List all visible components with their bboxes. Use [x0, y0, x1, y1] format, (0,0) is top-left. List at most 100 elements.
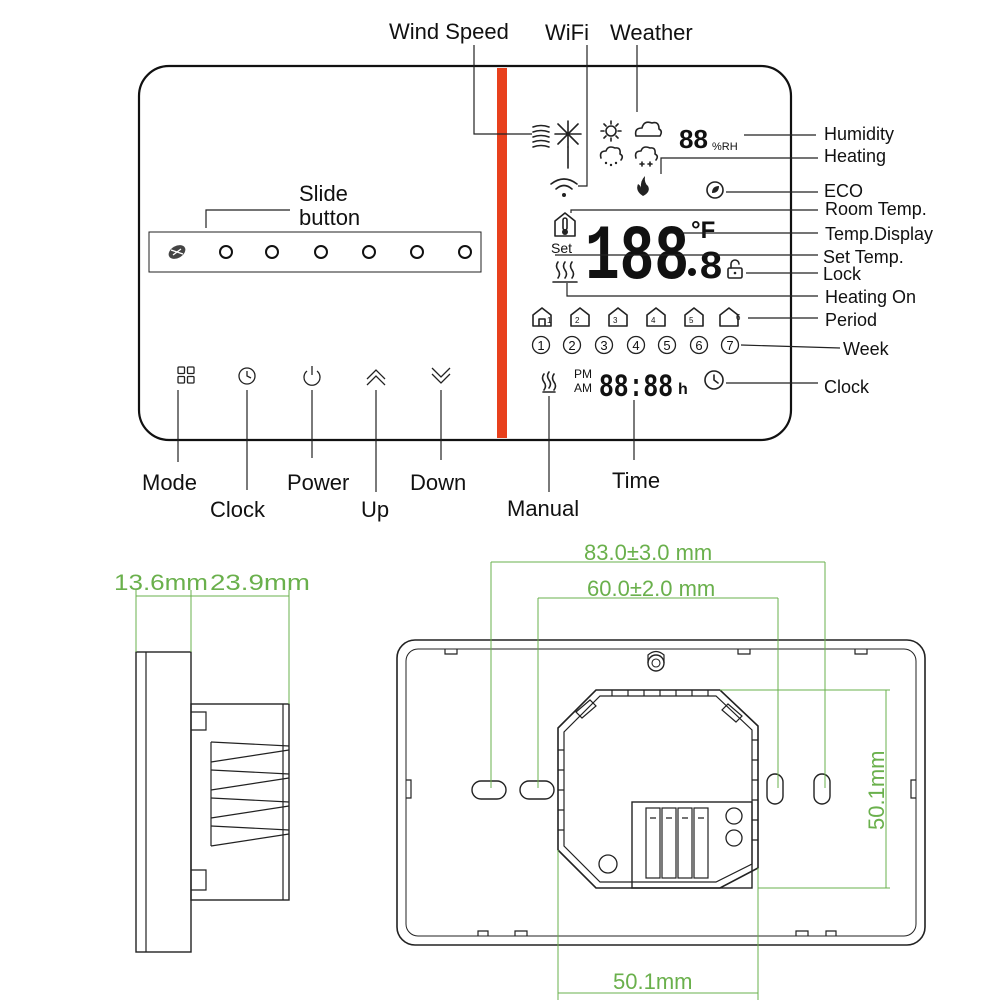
screw-hole: [647, 654, 665, 672]
week-day-number: 4: [632, 338, 639, 353]
back-inner-frame: [405, 648, 917, 937]
slide-dot[interactable]: [219, 245, 233, 259]
period-number: 5: [689, 316, 694, 325]
manual-label: Manual: [507, 496, 579, 521]
mounting-slot: [471, 780, 507, 800]
back-dimensions: [490, 561, 890, 1000]
weather-label: Weather: [610, 20, 693, 45]
down-label: Down: [410, 470, 466, 495]
lock-label: Lock: [823, 264, 862, 284]
week-day-number: 6: [695, 338, 702, 353]
humidity-label: Humidity: [824, 124, 894, 144]
wind-icon: [532, 124, 550, 148]
fan-speed-icon: [554, 120, 582, 169]
clock-icon[interactable]: [238, 367, 256, 385]
week-day-circle: [657, 335, 677, 355]
house-icon: [570, 307, 590, 327]
mounting-slot: [813, 773, 831, 805]
am-text: AM: [574, 381, 592, 395]
back-box: [557, 689, 759, 889]
side-dimensions: [135, 590, 290, 704]
height-right-dimension: 50.1mm: [864, 751, 889, 830]
mounting-slot: [766, 773, 784, 805]
depth-front-dimension: 13.6mm: [114, 570, 208, 595]
week-day-circle: [562, 335, 582, 355]
power-label: Power: [287, 470, 349, 495]
week-day-circle: [720, 335, 740, 355]
house-icon: [608, 307, 628, 327]
week-day-number: 3: [600, 338, 607, 353]
week-circles: 1 2 3 4 5 6 7: [531, 335, 740, 355]
depth-back-dimension: 23.9mm: [210, 570, 310, 595]
heating-label: Heating: [824, 146, 886, 166]
heat-wave-icon: [552, 261, 578, 283]
temp-decimal-digit: 8: [699, 246, 723, 291]
period-number: 1: [547, 316, 552, 325]
time-unit: h: [678, 381, 688, 398]
slide-dot[interactable]: [362, 245, 376, 259]
power-icon[interactable]: [303, 366, 321, 386]
slide-dot[interactable]: [265, 245, 279, 259]
clock-label: Clock: [210, 497, 266, 522]
slide-label-2: button: [299, 205, 360, 230]
width-bottom-dimension: 50.1mm: [613, 969, 692, 994]
clock-display-icon: [704, 370, 724, 390]
wifi-label: WiFi: [545, 20, 589, 45]
side-view: [135, 651, 290, 953]
sun-icon: [600, 120, 622, 142]
time-label: Time: [612, 468, 660, 493]
mounting-slot: [519, 780, 555, 800]
heating-on-label: Heating On: [825, 287, 916, 307]
side-front-plate: [135, 651, 192, 953]
week-label: Week: [843, 339, 890, 359]
time-digits: 88:88: [599, 369, 673, 406]
slide-dot[interactable]: [314, 245, 328, 259]
week-day-number: 7: [726, 338, 733, 353]
temp-display-digits: 188: [585, 214, 689, 302]
chevron-up-icon[interactable]: [366, 369, 386, 386]
manual-icon: [541, 371, 557, 393]
week-day-number: 1: [537, 338, 544, 353]
back-outer-frame: [396, 639, 926, 946]
slide-dot[interactable]: [410, 245, 424, 259]
fan-icon: [168, 245, 186, 259]
temp-display-label: Temp.Display: [825, 224, 933, 244]
period-number: 4: [651, 316, 656, 325]
wifi-icon: [550, 178, 578, 197]
snow-icon: [634, 146, 659, 167]
set-text: Set: [551, 240, 572, 256]
chevron-down-icon[interactable]: [431, 367, 451, 384]
mode-label: Mode: [142, 470, 197, 495]
week-day-circle: [689, 335, 709, 355]
slide-label: Slide: [299, 181, 348, 206]
room-temp-label: Room Temp.: [825, 199, 927, 219]
period-number: 2: [575, 316, 580, 325]
rain-icon: [599, 146, 624, 167]
flame-icon: [637, 176, 649, 196]
period-icons: 1 2 3 4 5 6: [532, 307, 741, 327]
house-icon: [684, 307, 704, 327]
temp-unit: °F: [691, 217, 715, 244]
divider-bar: [497, 68, 507, 438]
humidity-digits: 88: [679, 124, 708, 154]
house-icon: [532, 307, 552, 327]
slide-button-bar[interactable]: [148, 231, 482, 273]
slide-dot[interactable]: [458, 245, 472, 259]
decimal-point: [688, 268, 696, 276]
eco-label: ECO: [824, 181, 863, 201]
slide-dots: [219, 245, 472, 259]
width-inner-dimension: 60.0±2.0 mm: [587, 576, 715, 601]
week-day-number: 5: [663, 338, 670, 353]
wind-speed-label: Wind Speed: [389, 19, 509, 44]
front-panel: [137, 64, 793, 442]
clock-right-label: Clock: [824, 377, 870, 397]
width-outer-dimension: 83.0±3.0 mm: [584, 540, 712, 565]
pm-text: PM: [574, 367, 592, 381]
cloud-icon: [634, 121, 663, 137]
week-day-circle: [626, 335, 646, 355]
up-label: Up: [361, 497, 389, 522]
grid-icon[interactable]: [177, 366, 195, 384]
house-icon: [646, 307, 666, 327]
period-number: 3: [613, 316, 618, 325]
